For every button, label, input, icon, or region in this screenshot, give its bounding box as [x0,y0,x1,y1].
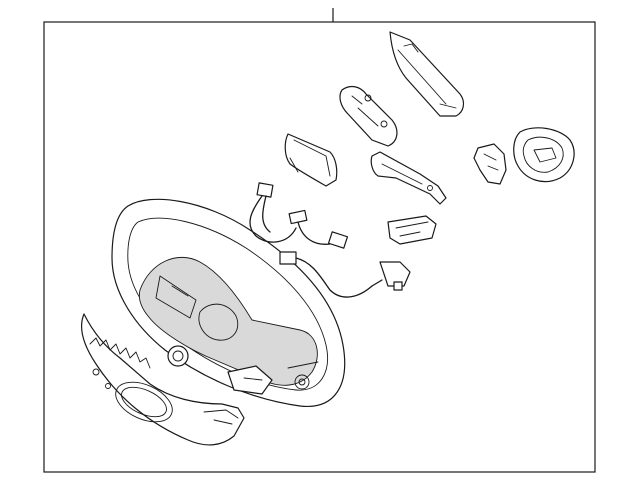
wiring-harness [249,182,411,298]
left-switch-trim [284,133,338,187]
steering-wheel [111,198,346,407]
center-switch-bracket [370,151,447,205]
upper-switch-module [339,85,398,147]
small-connector-block [387,215,437,245]
long-trim-panel [389,31,465,117]
diagram-frame [43,21,596,473]
round-switch-bezel [513,127,575,183]
lower-bezel-cover [81,313,245,446]
paddle-switch [473,143,507,185]
